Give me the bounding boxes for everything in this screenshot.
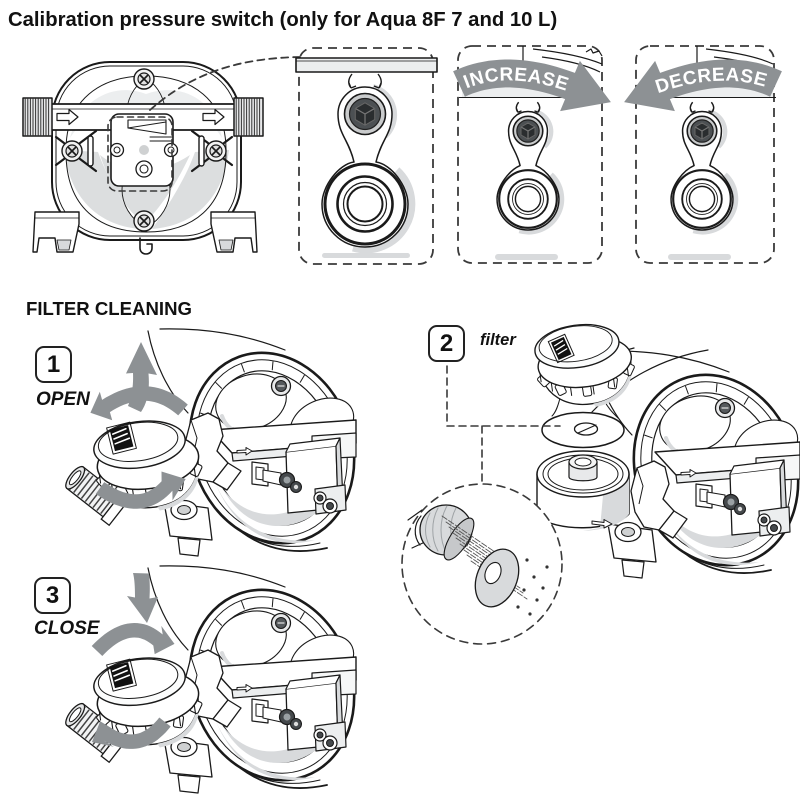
svg-text:C: C bbox=[681, 67, 699, 90]
svg-text:S: S bbox=[739, 66, 755, 89]
svg-text:N: N bbox=[468, 67, 487, 91]
svg-text:E: E bbox=[751, 68, 769, 92]
svg-text:D: D bbox=[653, 74, 673, 98]
svg-text:A: A bbox=[725, 65, 740, 87]
svg-text:E: E bbox=[712, 65, 725, 86]
svg-text:R: R bbox=[499, 64, 513, 85]
svg-text:C: C bbox=[483, 65, 500, 88]
svg-text:S: S bbox=[540, 68, 557, 91]
svg-text:A: A bbox=[526, 66, 543, 89]
svg-text:E: E bbox=[552, 72, 570, 96]
svg-text:E: E bbox=[513, 64, 527, 86]
svg-text:E: E bbox=[667, 70, 685, 94]
svg-text:R: R bbox=[696, 65, 712, 87]
